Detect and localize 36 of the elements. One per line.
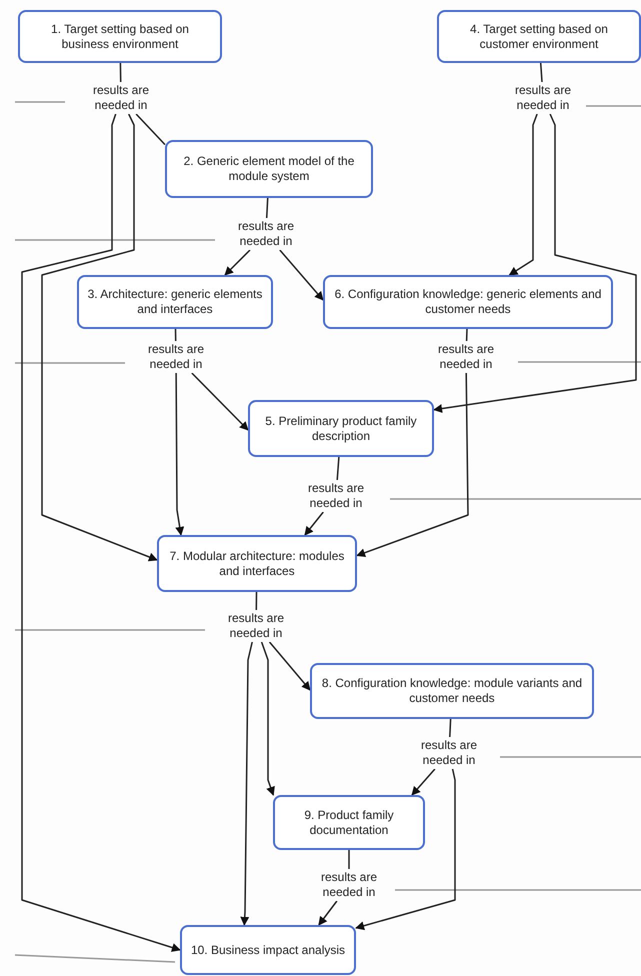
process-box: 3. Architecture: generic elements and interfaces xyxy=(77,275,273,329)
connector-line xyxy=(336,456,340,480)
process-box: 8. Configuration knowledge: module variants and customer needs xyxy=(310,663,594,719)
arrow xyxy=(356,373,469,558)
process-box: 10. Business impact analysis xyxy=(180,925,356,975)
arrow xyxy=(304,512,324,536)
arrow xyxy=(318,900,338,926)
arrow xyxy=(260,642,275,796)
connector-line xyxy=(120,62,122,82)
process-box: 6. Configuration knowledge: generic elements and customer needs xyxy=(323,275,613,329)
connector-line xyxy=(266,198,268,218)
arrow xyxy=(279,250,324,301)
arrow xyxy=(21,114,181,952)
arrow xyxy=(508,114,538,276)
connector-line xyxy=(466,328,468,342)
process-box: 9. Product family documentation xyxy=(273,795,425,850)
process-box: 5. Preliminary product family description xyxy=(248,400,434,457)
process-box: 2. Generic element model of the module system xyxy=(165,140,373,198)
connector-line xyxy=(348,850,350,869)
arrow xyxy=(191,372,249,431)
connector-line xyxy=(256,592,258,610)
arrow xyxy=(355,768,456,930)
arrow xyxy=(433,114,637,413)
arrow xyxy=(224,249,251,276)
connector-line xyxy=(174,328,176,342)
process-box: 7. Modular architecture: modules and interfaces xyxy=(157,535,357,592)
arrow xyxy=(41,114,158,562)
arrow xyxy=(175,373,184,536)
connector-line xyxy=(449,718,452,738)
arrow xyxy=(411,768,436,796)
arrow xyxy=(268,642,311,691)
connector-line xyxy=(540,62,543,82)
connector-line xyxy=(136,113,166,146)
arrow xyxy=(240,642,253,926)
process-box: 4. Target setting based on customer environment xyxy=(437,10,641,63)
process-box: 1. Target setting based on business environment xyxy=(18,10,222,63)
